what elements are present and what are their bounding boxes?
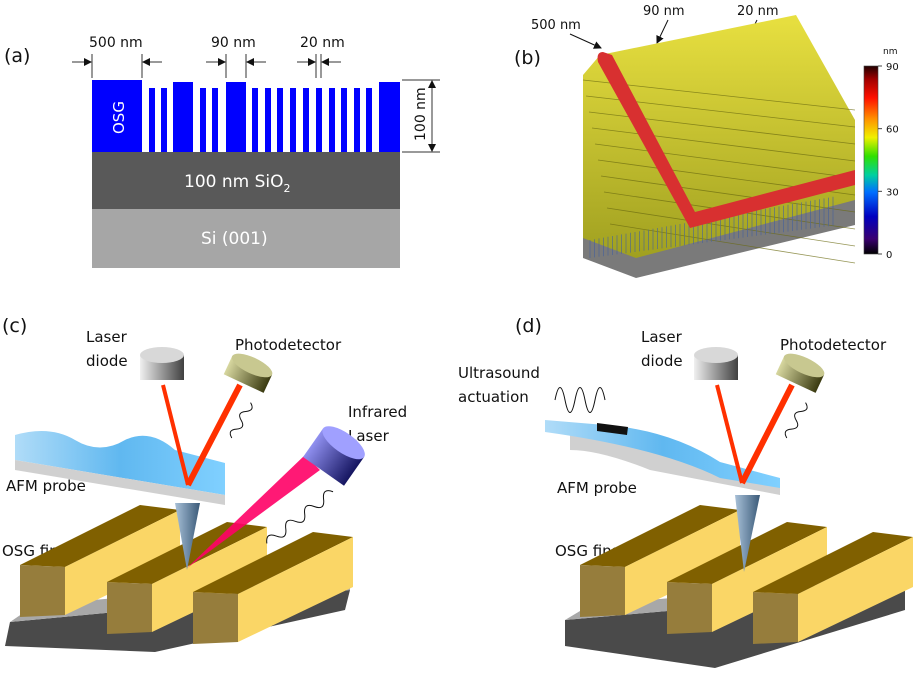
d-laser-diode-label-l2: diode xyxy=(641,352,683,370)
infrared-label-l1: Infrared xyxy=(348,403,407,421)
osg-fin xyxy=(200,88,206,152)
osg-fin xyxy=(303,88,309,152)
colorbar-unit: nm xyxy=(883,47,897,57)
d-laser-diode-label-l1: Laser xyxy=(641,328,683,346)
osg-label: OSG xyxy=(110,101,128,134)
osg-fin xyxy=(252,88,258,152)
d-laser-beam-reflected xyxy=(742,385,792,483)
osg-fin xyxy=(316,88,322,152)
osg-fin xyxy=(290,88,296,152)
annot-90nm: 90 nm xyxy=(643,4,685,19)
osg-fin xyxy=(212,88,218,152)
ultrasound-label-l1: Ultrasound xyxy=(458,364,540,382)
photodetector-label: Photodetector xyxy=(235,336,342,354)
annot-500nm: 500 nm xyxy=(531,18,581,33)
osg-fin xyxy=(277,88,283,152)
panel-a-label: (a) xyxy=(4,45,30,67)
laser-diode-d xyxy=(694,347,738,380)
osg-fin xyxy=(226,82,246,152)
panel-b-label: (b) xyxy=(514,47,541,69)
fin-structure xyxy=(5,505,353,652)
fin-front xyxy=(20,565,65,617)
osg-fin xyxy=(366,88,372,152)
osg-fin xyxy=(341,88,347,152)
panel-c-label: (c) xyxy=(2,315,27,337)
dim-height-label: 100 nm xyxy=(413,87,429,141)
dim-20nm-label: 20 nm xyxy=(300,35,345,51)
d-afm-probe-label: AFM probe xyxy=(557,479,637,497)
fin-front xyxy=(193,592,238,644)
osg-fin xyxy=(173,82,193,152)
osg-fin xyxy=(379,82,400,152)
panel-b: (b) 500 nm 90 nm 20 nm nm 90 60 30 0 xyxy=(514,4,899,278)
laser-diode-label-l1: Laser xyxy=(86,328,128,346)
fin-front xyxy=(667,582,712,634)
d-fin-structure xyxy=(565,505,913,668)
colorbar xyxy=(864,66,878,254)
osg-fin xyxy=(265,88,271,152)
annot-20nm: 20 nm xyxy=(737,4,779,19)
dim-500nm-label: 500 nm xyxy=(89,35,143,51)
panel-c: (c) Laser diode Photodetector Infrared L… xyxy=(2,315,407,652)
photodetector-d xyxy=(776,349,828,393)
panel-d: (d) Laser diode Photodetector Ultrasound… xyxy=(458,315,913,668)
fin-front xyxy=(107,582,152,634)
osg-fin xyxy=(329,88,335,152)
colorbar-tick-label: 90 xyxy=(886,62,899,73)
panel-a: (a) 500 nm 90 nm 20 nm 100 nm OSG 100 nm… xyxy=(4,35,440,268)
si-label: Si (001) xyxy=(201,229,268,249)
laser-diode-label-l2: diode xyxy=(86,352,128,370)
colorbar-ticks: 90 60 30 0 xyxy=(878,62,899,261)
colorbar-tick-label: 60 xyxy=(886,125,899,136)
colorbar-tick-label: 0 xyxy=(886,250,892,261)
laser-diode-c xyxy=(140,347,184,380)
panel-d-label: (d) xyxy=(515,315,542,337)
colorbar-tick-label: 30 xyxy=(886,187,899,198)
sio2-label: 100 nm SiO2 xyxy=(184,172,291,195)
dim-90nm-label: 90 nm xyxy=(211,35,256,51)
osg-fins xyxy=(92,80,400,152)
osg-fin xyxy=(149,88,155,152)
fin-front xyxy=(753,592,798,644)
photodetector-c xyxy=(224,349,276,393)
ultrasound-wave xyxy=(555,388,605,413)
ultrasound-label-l2: actuation xyxy=(458,388,529,406)
osg-fin xyxy=(161,88,167,152)
modulation-wave-d xyxy=(783,401,809,440)
d-photodetector-label: Photodetector xyxy=(780,336,887,354)
osg-fin xyxy=(354,88,360,152)
fin-front xyxy=(580,565,625,617)
